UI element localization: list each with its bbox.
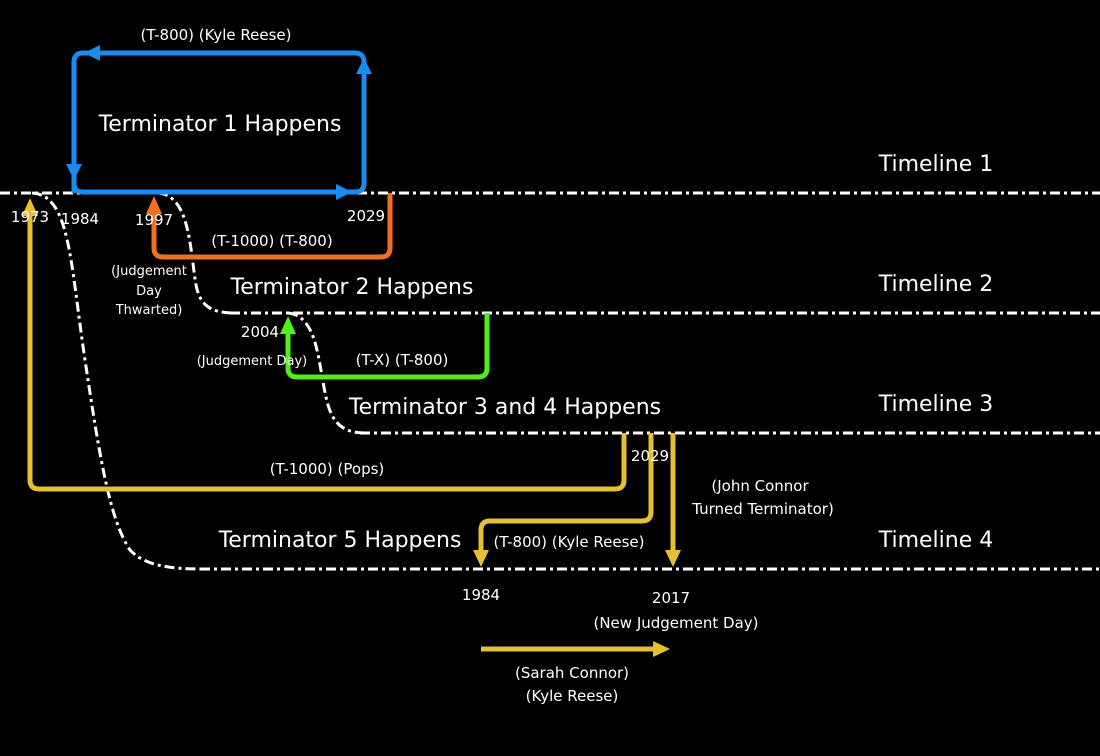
event-label-jd-thwarted: (Judgement	[111, 264, 187, 279]
year-label: 2029	[631, 447, 669, 465]
year-label: 2004	[241, 323, 279, 341]
traveler-label-t5-john: Turned Terminator)	[691, 500, 834, 518]
traveler-label-t5-sarah: (Sarah Connor)	[515, 664, 629, 682]
timeline-label-1: Timeline 1	[878, 152, 994, 177]
arrow-left-icon	[84, 45, 100, 61]
t5-pops-arrow-up-icon	[22, 198, 38, 216]
traveler-label-t5-john: (John Connor	[711, 477, 809, 495]
arrow-down-icon	[66, 164, 82, 180]
timeline-label-4: Timeline 4	[878, 528, 994, 553]
movie-label-t34: Terminator 3 and 4 Happens	[348, 395, 661, 420]
traveler-label-t5-pops: (T-1000) (Pops)	[270, 460, 385, 478]
traveler-label-t3: (T-X) (T-800)	[356, 351, 449, 369]
t3-loop	[285, 313, 490, 380]
t5-kyle-arrow-down-icon	[473, 550, 489, 567]
timeline-label-2: Timeline 2	[878, 272, 994, 297]
event-label-jd-thwarted: Day	[136, 284, 162, 299]
arrow-right-icon	[336, 184, 352, 200]
movie-label-t1: Terminator 1 Happens	[98, 112, 342, 137]
year-label: 1984	[462, 586, 500, 604]
event-label-jd: (Judgement Day)	[197, 354, 308, 369]
t5-pops-path	[27, 214, 627, 492]
year-label: 2029	[347, 207, 385, 225]
t2-loop	[151, 193, 393, 260]
year-label: 1997	[135, 211, 173, 229]
t2-arrow-up-icon	[146, 196, 162, 214]
traveler-label-t5-sarah: (Kyle Reese)	[526, 687, 619, 705]
traveler-label-t5-kyle: (T-800) (Kyle Reese)	[493, 533, 644, 551]
branch-curve-1997-to-tl2	[157, 191, 236, 315]
branch-curve-2004-to-tl3	[287, 311, 366, 435]
year-label: 2017	[652, 589, 690, 607]
t5-sarah-arrow-right-icon	[653, 641, 670, 657]
t5-john-arrow-down-icon	[665, 550, 681, 567]
t5-kyle-path	[478, 433, 654, 552]
arrow-up-icon	[356, 58, 372, 74]
traveler-label-t2: (T-1000) (T-800)	[211, 232, 332, 250]
movie-label-t2: Terminator 2 Happens	[230, 275, 474, 300]
year-label: 1984	[61, 210, 99, 228]
timeline-label-3: Timeline 3	[878, 392, 994, 417]
branch-curve-1973-to-tl4	[31, 191, 206, 571]
event-label-new-jd: (New Judgement Day)	[593, 614, 758, 632]
traveler-label-t1: (T-800) (Kyle Reese)	[140, 26, 291, 44]
event-label-jd-thwarted: Thwarted)	[115, 303, 183, 318]
year-label: 1973	[11, 208, 49, 226]
movie-label-t5: Terminator 5 Happens	[218, 528, 462, 553]
t3-arrow-up-icon	[280, 316, 296, 334]
t1-arrowheads	[66, 45, 372, 200]
